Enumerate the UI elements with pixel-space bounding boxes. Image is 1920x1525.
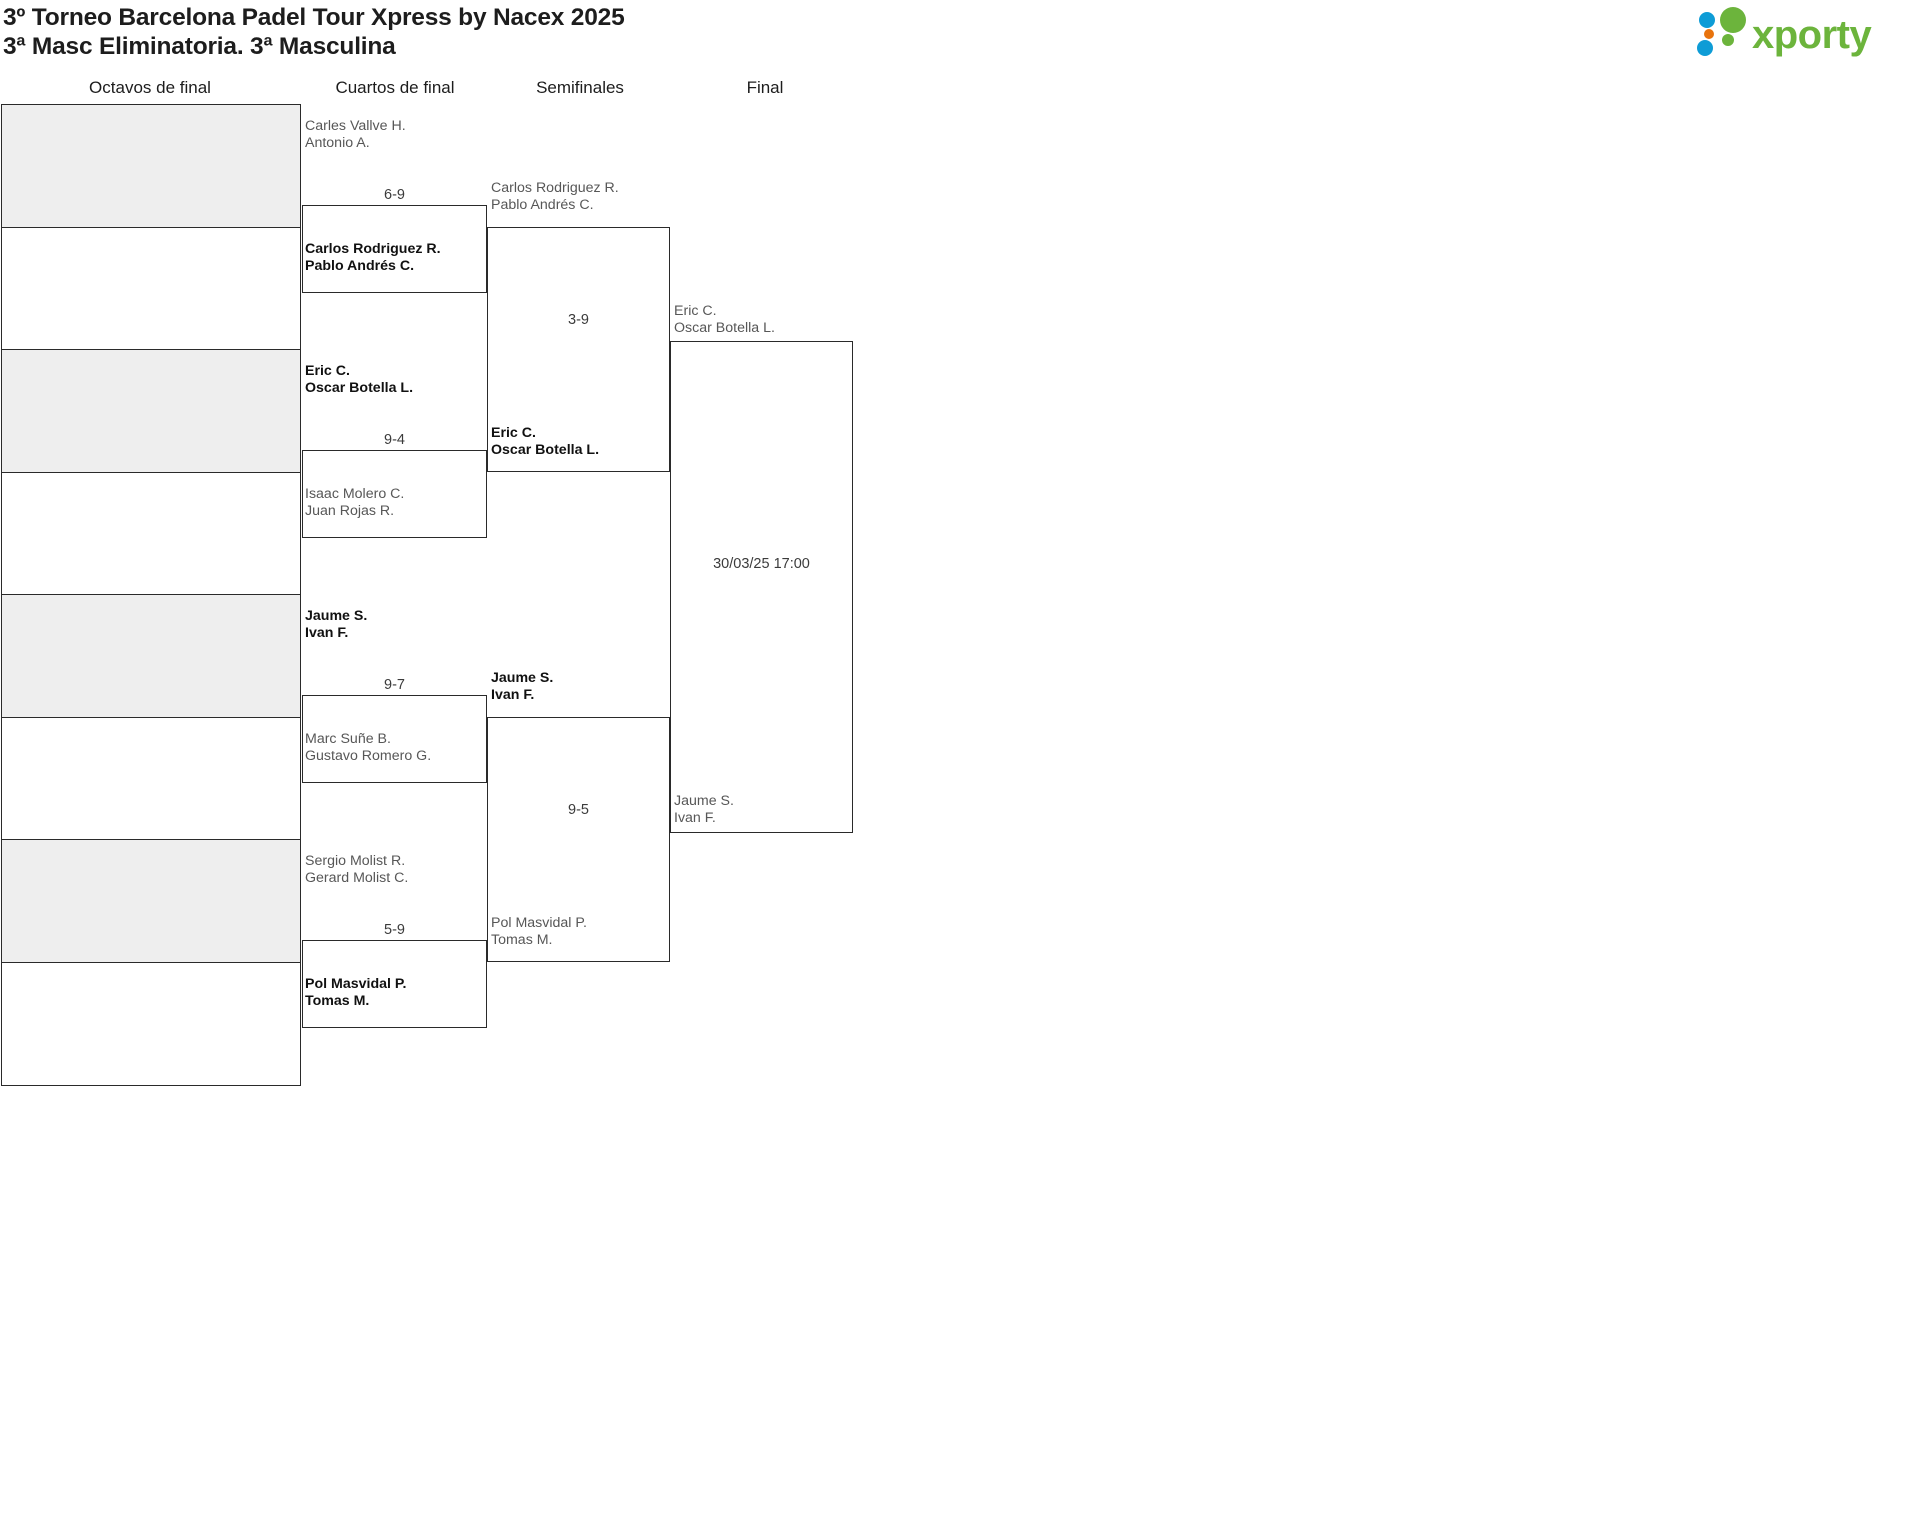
sf-match-1-team-bot-line-1: Eric C. xyxy=(491,425,536,441)
sf-match-2-team-top: Jaume S.Ivan F. xyxy=(491,670,553,703)
r16-match-3[interactable] xyxy=(2,350,300,473)
page-header: 3º Torneo Barcelona Padel Tour Xpress by… xyxy=(0,0,1920,70)
r16-match-4[interactable] xyxy=(2,473,300,595)
qf-match-1-team-bottom: Carlos Rodriguez R.Pablo Andrés C. xyxy=(305,241,441,274)
qf-match-1-team-top: Carles Vallve H.Antonio A. xyxy=(305,118,406,151)
qf-match-2-connector xyxy=(302,450,487,538)
qf-match-3-connector xyxy=(302,695,487,783)
sf-match-2-connector xyxy=(487,717,670,962)
qf-match-3-score: 9-7 xyxy=(384,677,405,693)
svg-text:xporty: xporty xyxy=(1752,13,1873,57)
sf-match-2-team-bot-line-1: Pol Masvidal P. xyxy=(491,915,587,931)
sf-match-2-team-bot-line-2: Tomas M. xyxy=(491,931,553,948)
qf-match-2-team-top: Eric C.Oscar Botella L. xyxy=(305,363,413,396)
qf-match-4-team-bot-line-1: Pol Masvidal P. xyxy=(305,976,407,992)
r16-match-8[interactable] xyxy=(2,963,300,1086)
qf-match-1-team-bot-line-2: Pablo Andrés C. xyxy=(305,257,415,274)
qf-match-2-team-bot-line-1: Isaac Molero C. xyxy=(305,486,405,502)
sf-match-2-team-top-line-2: Ivan F. xyxy=(491,686,535,703)
f-match-1-team-top-line-1: Eric C. xyxy=(674,303,717,319)
f-match-1-team-top-line-2: Oscar Botella L. xyxy=(674,319,775,336)
qf-match-3-team-top-line-2: Ivan F. xyxy=(305,624,349,641)
r16-match-2[interactable] xyxy=(2,228,300,350)
xporty-logo[interactable]: xporty xyxy=(1690,5,1910,59)
f-match-1-score: 30/03/25 17:00 xyxy=(713,556,810,572)
f-match-1-team-bot-line-1: Jaume S. xyxy=(674,793,734,809)
sf-match-1-team-bottom: Eric C.Oscar Botella L. xyxy=(491,425,599,458)
f-match-1-team-bot-line-2: Ivan F. xyxy=(674,809,716,826)
qf-match-3-team-top: Jaume S.Ivan F. xyxy=(305,608,367,641)
qf-match-2-team-bottom: Isaac Molero C.Juan Rojas R. xyxy=(305,486,404,519)
qf-match-2-team-top-line-2: Oscar Botella L. xyxy=(305,379,414,396)
qf-match-3-team-bottom: Marc Suñe B.Gustavo Romero G. xyxy=(305,731,431,764)
qf-match-1-team-top-line-1: Carles Vallve H. xyxy=(305,118,406,134)
qf-match-4-team-bot-line-2: Tomas M. xyxy=(305,992,370,1009)
qf-match-4-team-top-line-1: Sergio Molist R. xyxy=(305,853,406,869)
r16-match-1[interactable] xyxy=(2,105,300,228)
f-match-1-team-top: Eric C.Oscar Botella L. xyxy=(674,303,775,336)
round-header-final: Final xyxy=(746,78,784,97)
qf-match-2-team-bot-line-2: Juan Rojas R. xyxy=(305,502,395,519)
round-header-octavos: Octavos de final xyxy=(89,78,211,97)
round-header-cuartos: Cuartos de final xyxy=(335,78,455,97)
f-match-1-team-bottom: Jaume S.Ivan F. xyxy=(674,793,734,826)
page-subtitle: 3ª Masc Eliminatoria. 3ª Masculina xyxy=(3,33,396,60)
qf-match-4-score: 5-9 xyxy=(384,922,405,938)
round-header-semifinales: Semifinales xyxy=(536,78,624,97)
qf-match-3-team-top-line-1: Jaume S. xyxy=(305,608,368,624)
qf-match-1-connector xyxy=(302,205,487,293)
qf-match-3-team-bot-line-1: Marc Suñe B. xyxy=(305,731,391,747)
r16-match-7[interactable] xyxy=(2,840,300,963)
sf-match-2-team-bottom: Pol Masvidal P.Tomas M. xyxy=(491,915,587,948)
sf-match-2-score: 9-5 xyxy=(568,802,589,818)
page-title: 3º Torneo Barcelona Padel Tour Xpress by… xyxy=(3,4,625,31)
sf-match-1-score: 3-9 xyxy=(568,312,589,328)
qf-match-4-team-top: Sergio Molist R.Gerard Molist C. xyxy=(305,853,408,886)
qf-match-3-team-bot-line-2: Gustavo Romero G. xyxy=(305,747,432,764)
xporty-logo-icon: xporty xyxy=(1697,7,1873,57)
qf-match-1-team-bot-line-1: Carlos Rodriguez R. xyxy=(305,241,441,257)
sf-match-1-team-top: Carlos Rodriguez R.Pablo Andrés C. xyxy=(491,180,619,213)
sf-match-2-team-top-line-1: Jaume S. xyxy=(491,670,554,686)
qf-match-2-team-top-line-1: Eric C. xyxy=(305,363,350,379)
sf-match-1-team-bot-line-2: Oscar Botella L. xyxy=(491,441,600,458)
qf-match-1-score: 6-9 xyxy=(384,187,405,203)
qf-match-4-connector xyxy=(302,940,487,1028)
f-match-1-connector xyxy=(670,341,853,833)
sf-match-1-connector xyxy=(487,227,670,472)
qf-match-4-team-top-line-2: Gerard Molist C. xyxy=(305,869,409,886)
qf-match-4-team-bottom: Pol Masvidal P.Tomas M. xyxy=(305,976,406,1009)
qf-match-2-score: 9-4 xyxy=(384,432,405,448)
round-of-16-column xyxy=(1,104,301,1086)
r16-match-5[interactable] xyxy=(2,595,300,718)
r16-match-6[interactable] xyxy=(2,718,300,840)
sf-match-1-team-top-line-1: Carlos Rodriguez R. xyxy=(491,180,619,196)
qf-match-1-team-top-line-2: Antonio A. xyxy=(305,134,370,151)
sf-match-1-team-top-line-2: Pablo Andrés C. xyxy=(491,196,594,213)
